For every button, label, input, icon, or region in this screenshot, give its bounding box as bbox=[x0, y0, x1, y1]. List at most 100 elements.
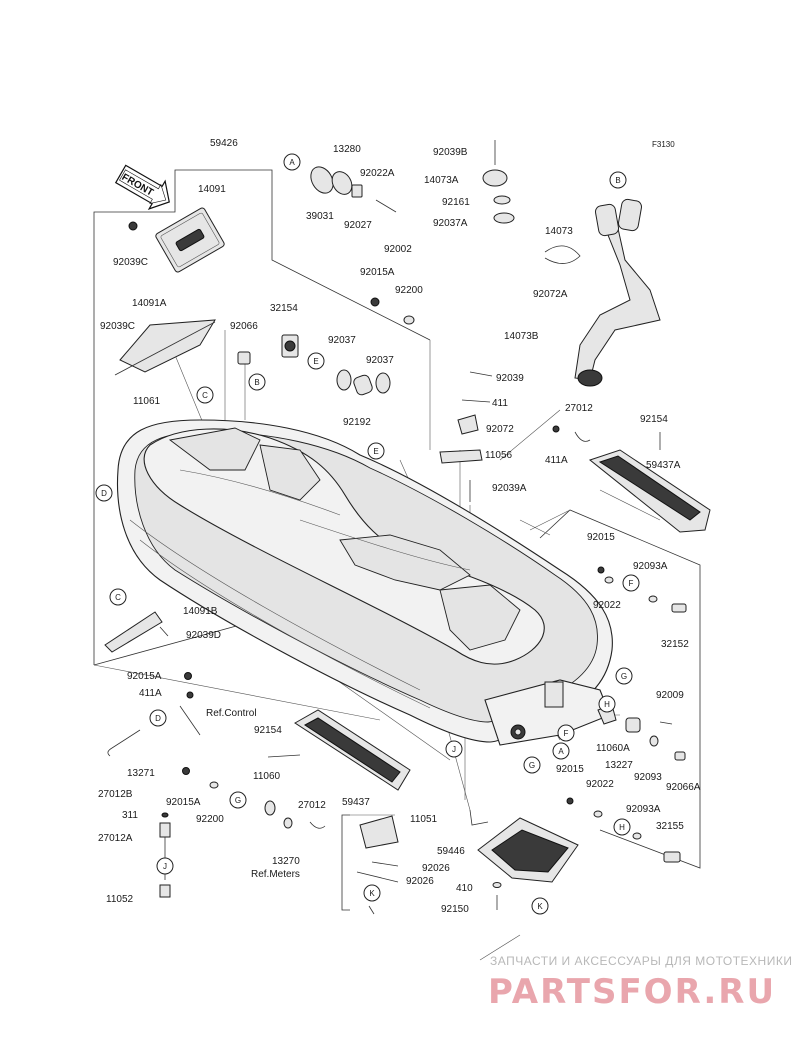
label-11060a: 11060A bbox=[596, 743, 630, 754]
label-11056: 11056 bbox=[485, 450, 513, 461]
svg-text:F: F bbox=[564, 729, 569, 738]
callout-c-top: C bbox=[196, 386, 214, 404]
label-92039d: 92039D bbox=[186, 630, 221, 641]
diagram-code: F3130 bbox=[652, 140, 675, 149]
svg-text:G: G bbox=[529, 761, 535, 770]
label-92039c-b: 92039C bbox=[100, 321, 135, 332]
callout-b-top: B bbox=[609, 171, 627, 189]
label-59426: 59426 bbox=[210, 138, 238, 149]
label-92015-b: 92015 bbox=[556, 764, 584, 775]
callout-k-grate: K bbox=[531, 897, 549, 915]
svg-text:G: G bbox=[621, 672, 627, 681]
label-92039a: 92039A bbox=[492, 483, 527, 494]
label-59437: 59437 bbox=[342, 797, 370, 808]
label-14091a: 14091A bbox=[132, 298, 167, 309]
callout-h-stern: H bbox=[598, 695, 616, 713]
label-14073: 14073 bbox=[545, 226, 573, 237]
label-39031: 39031 bbox=[306, 211, 334, 222]
watermark-line1: ЗАПЧАСТИ И АКСЕССУАРЫ ДЛЯ МОТОТЕХНИКИ bbox=[490, 954, 792, 968]
svg-text:D: D bbox=[101, 489, 107, 498]
callout-a-bottom: A bbox=[552, 742, 570, 760]
svg-text:A: A bbox=[558, 747, 564, 756]
label-92022-r: 92022 bbox=[593, 600, 621, 611]
label-14091b: 14091B bbox=[183, 606, 218, 617]
label-92072: 92072 bbox=[486, 424, 514, 435]
callout-circles: A A B B C C D D E E F F G G G H H J J K … bbox=[95, 153, 640, 915]
svg-text:J: J bbox=[163, 862, 167, 871]
label-92002: 92002 bbox=[384, 244, 412, 255]
callout-d-left: D bbox=[95, 484, 113, 502]
part-shapes bbox=[104, 140, 711, 915]
label-92015a-top: 92015A bbox=[360, 267, 395, 278]
callout-j-left: J bbox=[156, 857, 174, 875]
label-13280: 13280 bbox=[333, 144, 361, 155]
callout-g-left: G bbox=[229, 791, 247, 809]
label-92150: 92150 bbox=[441, 904, 469, 915]
label-92093: 92093 bbox=[634, 772, 662, 783]
label-92161: 92161 bbox=[442, 197, 470, 208]
callout-g-stern: G bbox=[615, 667, 633, 685]
label-92093a-b: 92093A bbox=[626, 804, 661, 815]
callout-g-mid: G bbox=[523, 756, 541, 774]
label-92022a: 92022A bbox=[360, 168, 395, 179]
callout-e-hull: E bbox=[367, 442, 385, 460]
svg-text:J: J bbox=[452, 745, 456, 754]
callout-f-stern: F bbox=[557, 724, 575, 742]
watermark-line2: PARTSFOR.RU bbox=[488, 972, 776, 1012]
label-92192: 92192 bbox=[343, 417, 371, 428]
label-92037-a: 92037 bbox=[328, 335, 356, 346]
front-arrow-icon: FRONT bbox=[114, 164, 170, 210]
callout-j-hull: J bbox=[445, 740, 463, 758]
label-92154-top: 92154 bbox=[640, 414, 668, 425]
svg-text:B: B bbox=[615, 176, 620, 185]
hull-body bbox=[116, 419, 613, 746]
label-59446: 59446 bbox=[437, 846, 465, 857]
callout-c-left: C bbox=[109, 588, 127, 606]
label-92200-top: 92200 bbox=[395, 285, 423, 296]
svg-text:F: F bbox=[629, 579, 634, 588]
label-92039: 92039 bbox=[496, 373, 524, 384]
label-13271: 13271 bbox=[127, 768, 155, 779]
label-411: 411 bbox=[492, 398, 508, 409]
label-27012a: 27012A bbox=[98, 833, 133, 844]
svg-text:K: K bbox=[537, 902, 543, 911]
label-27012b: 27012B bbox=[98, 789, 133, 800]
label-11052: 11052 bbox=[106, 894, 134, 905]
callout-e-top: E bbox=[307, 352, 325, 370]
label-11051: 11051 bbox=[410, 814, 438, 825]
svg-text:H: H bbox=[604, 700, 610, 709]
label-92027: 92027 bbox=[344, 220, 372, 231]
svg-text:E: E bbox=[373, 447, 378, 456]
label-14073b: 14073B bbox=[504, 331, 539, 342]
svg-text:C: C bbox=[202, 391, 208, 400]
label-13227: 13227 bbox=[605, 760, 633, 771]
label-92039c-a: 92039C bbox=[113, 257, 148, 268]
label-92200-b: 92200 bbox=[196, 814, 224, 825]
label-411a-l: 411A bbox=[139, 688, 162, 699]
callout-d-bottom: D bbox=[149, 709, 167, 727]
svg-text:D: D bbox=[155, 714, 161, 723]
watermark: ЗАПЧАСТИ И АКСЕССУАРЫ ДЛЯ МОТОТЕХНИКИ PA… bbox=[488, 954, 792, 1012]
svg-text:K: K bbox=[369, 889, 375, 898]
label-32155: 32155 bbox=[656, 821, 684, 832]
label-92093a-r: 92093A bbox=[633, 561, 668, 572]
label-ref-control: Ref.Control bbox=[206, 708, 257, 719]
label-92015-r: 92015 bbox=[587, 532, 615, 543]
label-410: 410 bbox=[456, 883, 473, 894]
svg-text:B: B bbox=[254, 378, 259, 387]
label-32152: 32152 bbox=[661, 639, 689, 650]
label-27012-top: 27012 bbox=[565, 403, 593, 414]
label-92072a: 92072A bbox=[533, 289, 568, 300]
part-number-labels: 59426 14091 92039C 14091A 92039C 11061 9… bbox=[98, 138, 701, 915]
label-14091: 14091 bbox=[198, 184, 226, 195]
label-92015a-b: 92015A bbox=[166, 797, 201, 808]
label-411a-top: 411A bbox=[545, 455, 568, 466]
callout-a-top: A bbox=[283, 153, 301, 171]
label-59437a: 59437A bbox=[646, 460, 681, 471]
svg-text:E: E bbox=[313, 357, 318, 366]
label-11060: 11060 bbox=[253, 771, 281, 782]
label-13270: 13270 bbox=[272, 856, 300, 867]
label-92037a: 92037A bbox=[433, 218, 468, 229]
callout-h-bottom: H bbox=[613, 818, 631, 836]
